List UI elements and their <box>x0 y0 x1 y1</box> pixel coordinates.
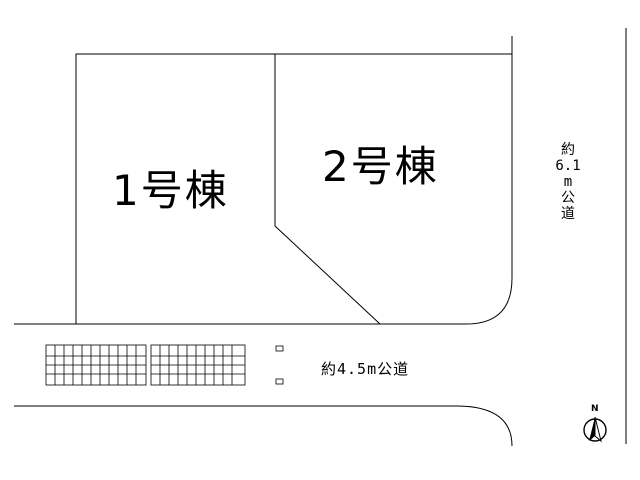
lot-1-label: 1号棟 <box>112 166 229 215</box>
north-label: N <box>591 404 599 414</box>
side-road-label: 約 6.1 m 公 道 <box>552 142 584 222</box>
parking-grid <box>45 344 246 386</box>
marker-box-upper <box>275 345 284 352</box>
lot-2-boundary <box>275 36 513 325</box>
marker-box-lower <box>275 378 284 385</box>
road-edge-lower <box>14 405 513 447</box>
front-road-label: 約4.5m公道 <box>321 360 410 378</box>
side-road-label-char: 公 <box>561 190 575 206</box>
side-road-label-char: m <box>563 174 573 190</box>
side-road-label-char: 道 <box>561 206 575 222</box>
side-road-label-char: 6.1 <box>555 158 581 174</box>
north-arrow-icon <box>583 416 607 443</box>
side-road-label-char: 約 <box>561 142 575 158</box>
lot-2-label: 2号棟 <box>322 142 439 191</box>
